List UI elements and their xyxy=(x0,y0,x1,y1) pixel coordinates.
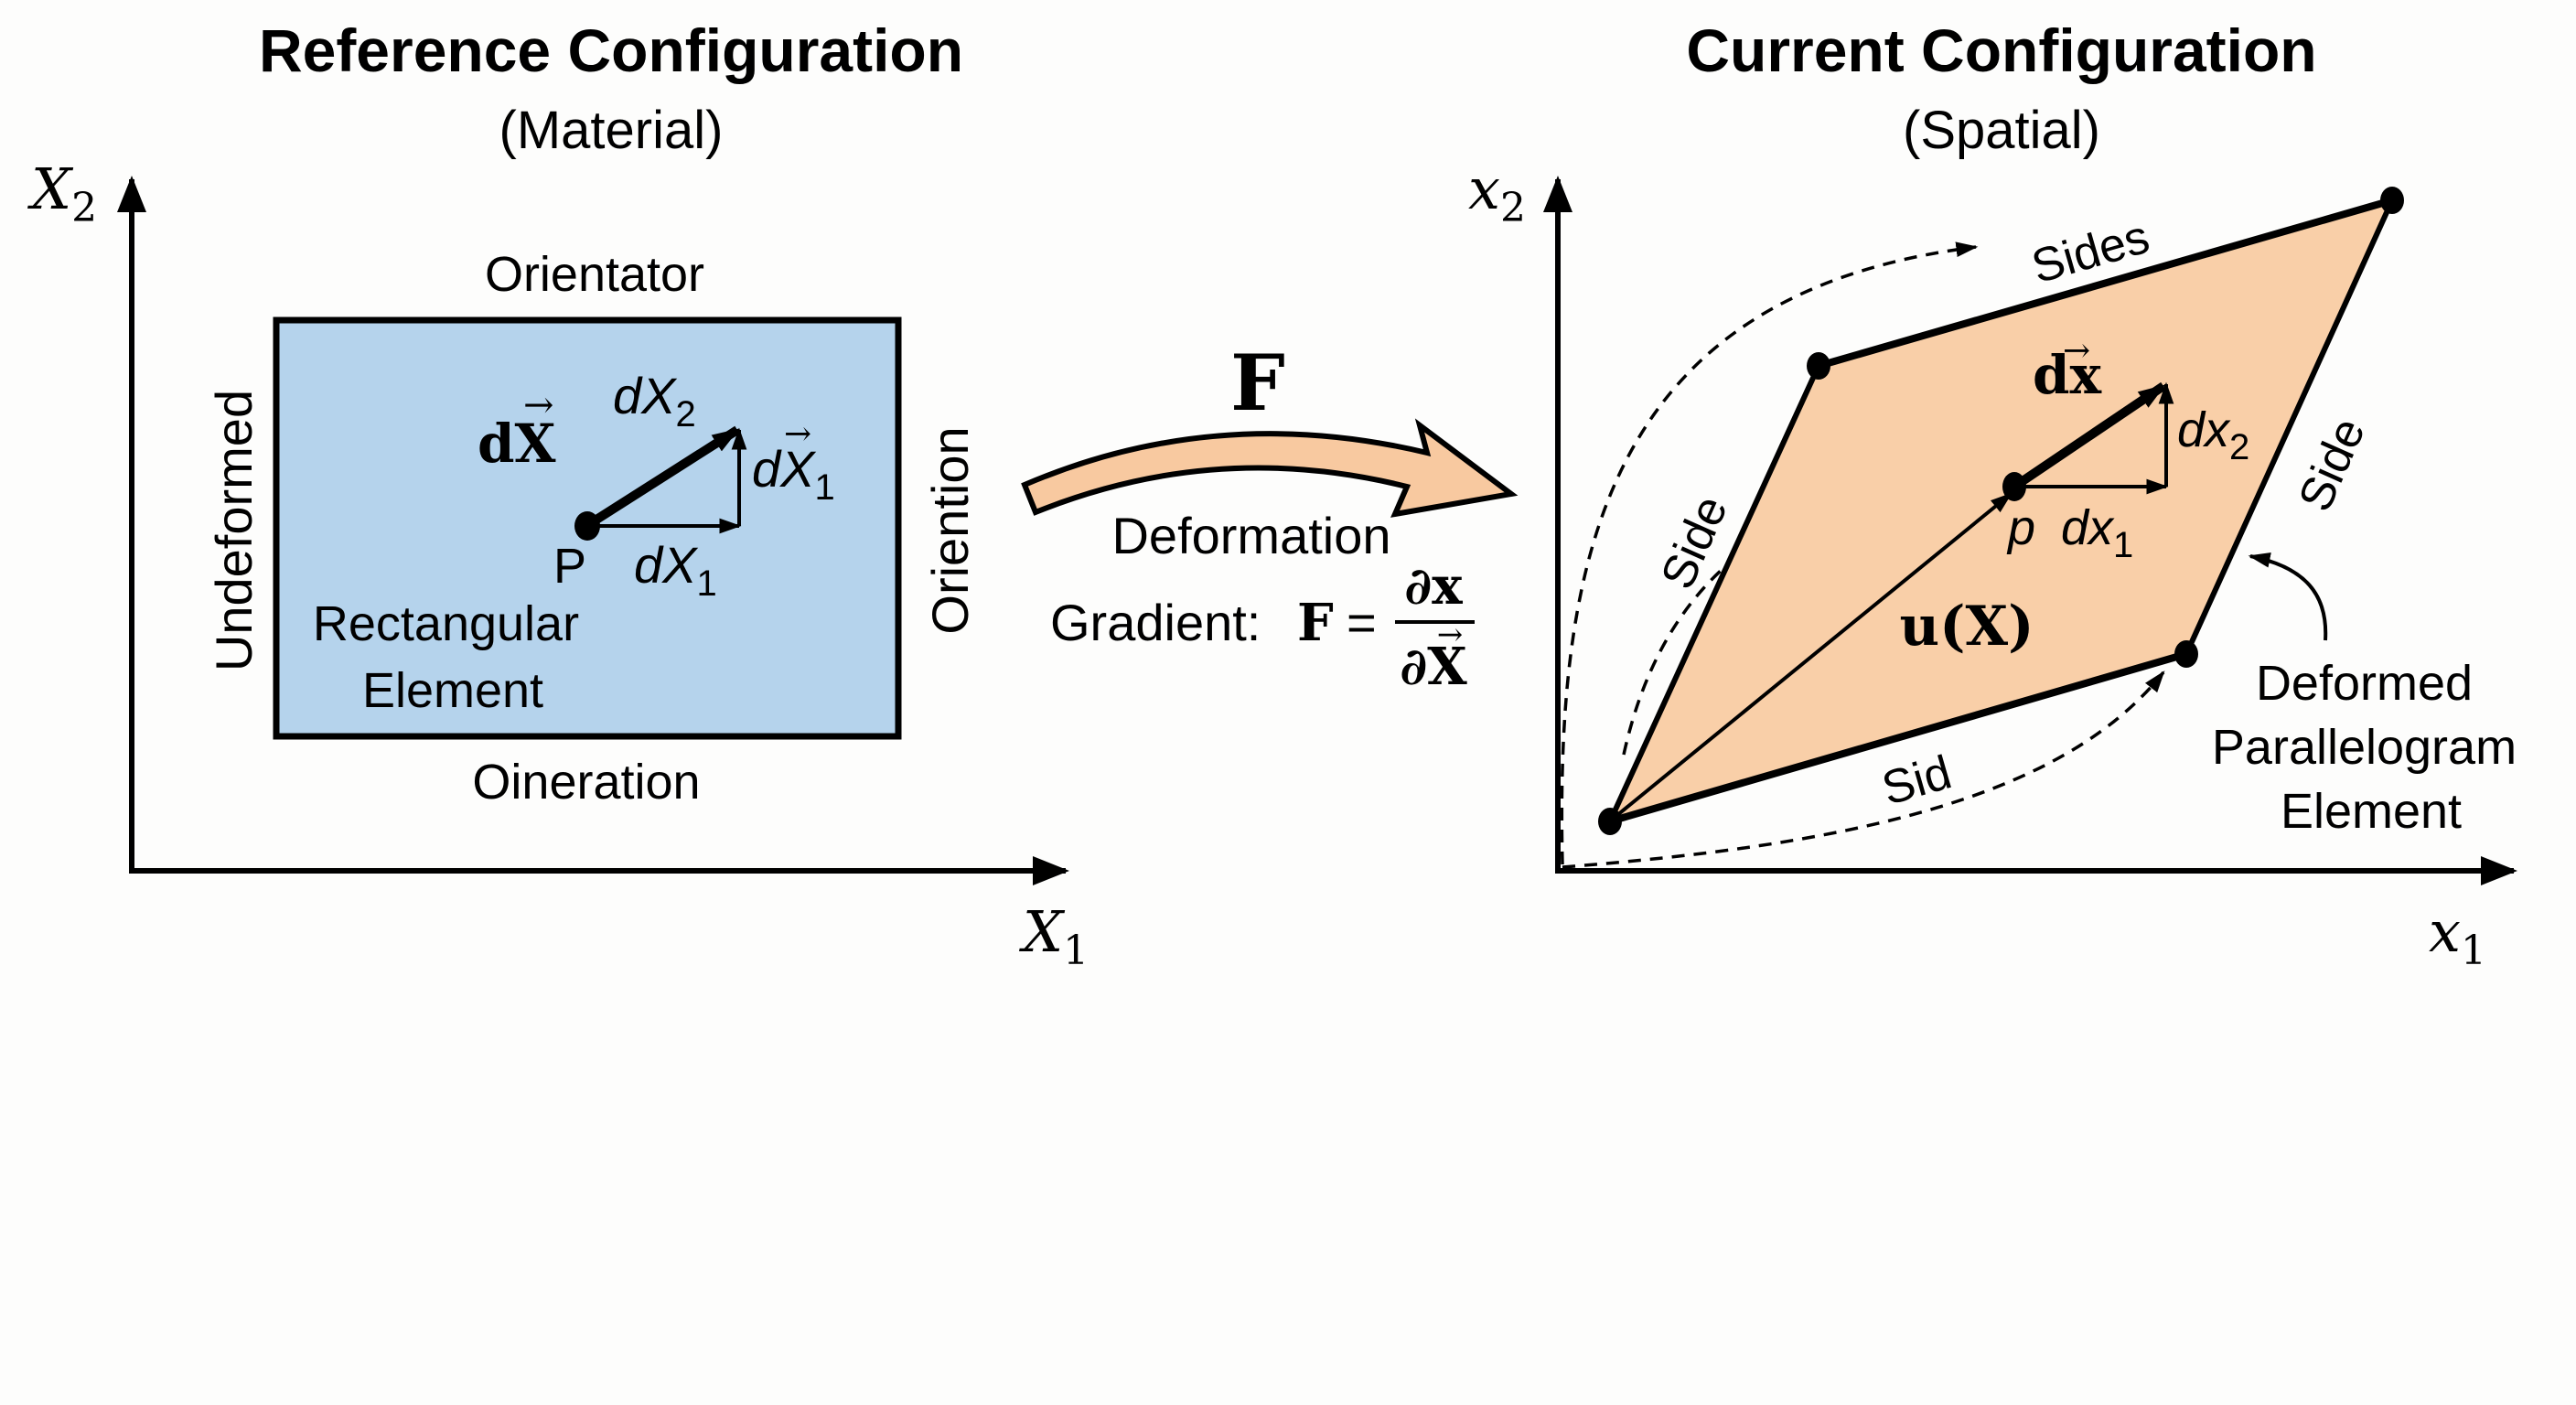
reference-subtitle: (Material) xyxy=(499,101,724,160)
rectangle-top-label: Orientator xyxy=(485,247,704,302)
parallelogram-bottom-side xyxy=(1608,650,2188,825)
equals-sign: = xyxy=(1347,594,1377,651)
rectangular-element-label: Rectangular Element xyxy=(313,596,593,718)
current-configuration-panel: Current Configuration (Spatial) x2 x1 Si… xyxy=(1468,16,2530,974)
bottom-side-label: Sid xyxy=(1876,745,1957,815)
dX-vector-arrow-mark: → xyxy=(523,384,554,426)
denominator-arrow-mark: → xyxy=(1437,617,1464,653)
right-side-label: Side xyxy=(2289,411,2376,520)
dX-vector-label: dX xyxy=(478,413,556,475)
rectangle-bottom-label: Oineration xyxy=(472,755,700,810)
reference-title: Reference Configuration xyxy=(259,16,963,84)
point-p-label: p xyxy=(2006,500,2035,555)
element-callout-arrow xyxy=(2248,552,2328,641)
rectangle-right-label: Oriention xyxy=(921,426,979,634)
current-y-axis-label: x2 xyxy=(1468,156,1526,231)
dX1-vector-arrow-mark: → xyxy=(784,415,811,453)
parallelogram-top-side xyxy=(1817,197,2394,370)
vertex-top-left-dot xyxy=(1807,352,1830,380)
F-symbol: F xyxy=(1230,338,1285,428)
dx1-label: dx1 xyxy=(2061,500,2133,565)
dx-vector-arrow-mark: → xyxy=(2063,332,2090,370)
current-subtitle: (Spatial) xyxy=(1903,101,2100,160)
dx-vector-label: dx xyxy=(2033,344,2102,406)
dx-vector-arrow xyxy=(2012,381,2166,491)
point-p-dot xyxy=(2002,472,2026,501)
reference-x-axis-label: X1 xyxy=(1019,898,1089,974)
rectangle-left-label: Undeformed xyxy=(205,390,263,671)
deformed-element-label: Deformed Parallelogram Element xyxy=(2212,656,2530,839)
parallelogram-right-side xyxy=(2184,198,2395,656)
reference-configuration-panel: Reference Configuration (Material) X2 X1… xyxy=(27,16,1089,974)
deformation-gradient-transform: F Deformation Gradient: F = ∂x ∂X → xyxy=(1021,338,1519,697)
dx2-label: dx2 xyxy=(2177,402,2249,467)
deformation-curved-arrow xyxy=(1021,418,1519,518)
displacement-label: u(X) xyxy=(1900,595,2034,659)
deformation-label: Deformation xyxy=(1111,507,1390,564)
gradient-denominator: ∂X xyxy=(1400,637,1467,697)
dX1-label: dX1 xyxy=(634,536,717,604)
reference-y-axis-label: X2 xyxy=(27,156,97,231)
point-P-dot xyxy=(574,511,600,541)
point-P-label: P xyxy=(553,539,586,594)
current-x-axis-label: x1 xyxy=(2429,898,2486,974)
dX2-label: dX2 xyxy=(613,367,696,434)
current-title: Current Configuration xyxy=(1686,16,2316,84)
dX-vector-arrow xyxy=(584,425,740,531)
gradient-label: Gradient: xyxy=(1050,594,1261,651)
gradient-numerator: ∂x xyxy=(1404,556,1463,617)
dashed-map-arc-bottom xyxy=(1562,670,2165,869)
vertex-bottom-left-dot xyxy=(1598,808,1622,835)
vertex-bottom-right-dot xyxy=(2174,640,2198,668)
vertex-top-right-dot xyxy=(2380,187,2404,214)
gradient-F-symbol: F xyxy=(1297,593,1334,653)
parallelogram-left-side xyxy=(1607,364,1821,823)
dashed-map-arc-top xyxy=(1560,241,1979,865)
displacement-vector-arrow xyxy=(1610,492,2012,821)
dX1-vector-label: dX1 xyxy=(752,440,835,508)
